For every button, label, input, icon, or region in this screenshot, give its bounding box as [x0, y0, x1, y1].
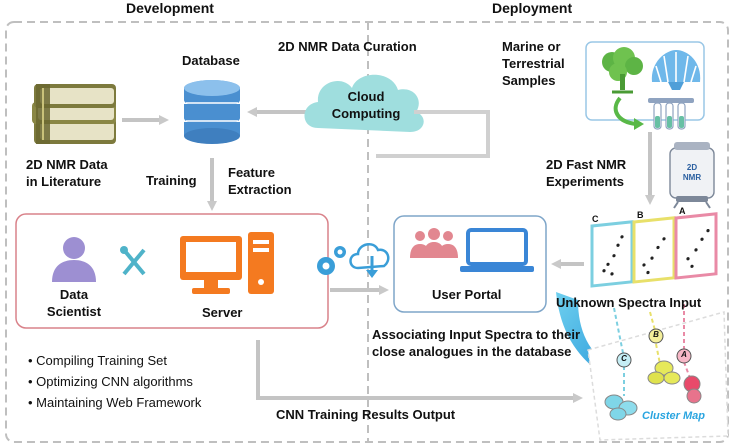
arrow-cnn-output	[256, 340, 583, 403]
label-cnn-output: CNN Training Results Output	[276, 407, 456, 422]
cloud-shape	[304, 74, 424, 132]
nmr-device-icon	[669, 142, 715, 209]
connector-cloud-feed	[376, 110, 490, 158]
spectrum-tag-c: C	[592, 214, 599, 224]
task-item: Compiling Training Set	[28, 350, 201, 371]
server-computer-icon	[180, 232, 274, 294]
database-icon	[184, 80, 240, 144]
label-unknown-spectra: Unknown Spectra Input	[556, 295, 702, 310]
laptop-icon	[460, 228, 534, 272]
label-associating: Associating Input Spectra to their close…	[372, 327, 581, 359]
section-title-development: Development	[126, 0, 214, 16]
label-curation: 2D NMR Data Curation	[278, 39, 417, 54]
spectra-cards	[590, 212, 718, 288]
spectrum-tag-b: B	[637, 210, 644, 220]
label-training: Training	[146, 173, 197, 188]
section-title-deployment: Deployment	[492, 0, 573, 16]
task-item: Maintaining Web Framework	[28, 392, 201, 413]
cluster-tag-c: C	[621, 354, 627, 363]
label-feature-extraction: Feature Extraction	[228, 165, 292, 197]
books-icon	[32, 84, 116, 144]
test-tubes-icon	[648, 98, 694, 130]
gears-icon	[317, 246, 346, 275]
tree-icon	[602, 47, 643, 94]
shell-icon	[651, 50, 701, 90]
cluster-tag-b: B	[653, 330, 659, 339]
tools-icon	[120, 246, 146, 276]
spectrum-card-a	[674, 212, 718, 280]
label-fast-nmr: 2D Fast NMR Experiments	[546, 157, 627, 189]
green-curved-arrow	[613, 96, 637, 126]
label-literature: 2D NMR Data in Literature	[26, 157, 108, 189]
spectrum-card-b	[632, 216, 676, 284]
cluster-tag-a: A	[681, 350, 687, 359]
users-group-icon	[410, 228, 458, 258]
label-cloud-computing: Cloud Computing	[331, 89, 401, 121]
label-user-portal: User Portal	[432, 287, 502, 302]
task-item: Optimizing CNN algorithms	[28, 371, 201, 392]
cluster-map	[587, 304, 729, 441]
task-list: Compiling Training Set Optimizing CNN al…	[28, 350, 201, 413]
label-server: Server	[202, 305, 243, 320]
label-cluster-map: Cluster Map	[642, 410, 705, 422]
label-data-scientist: Data Scientist	[46, 287, 102, 319]
big-curved-arrow	[556, 292, 636, 392]
cloud-download-icon	[349, 242, 390, 278]
label-samples: Marine or Terrestrial Samples	[502, 39, 565, 88]
spectrum-card-c	[590, 220, 634, 288]
data-scientist-icon	[52, 237, 96, 282]
spectrum-tag-a: A	[679, 206, 686, 216]
label-database: Database	[182, 53, 240, 68]
label-nmr-device: 2D NMR	[682, 163, 702, 182]
